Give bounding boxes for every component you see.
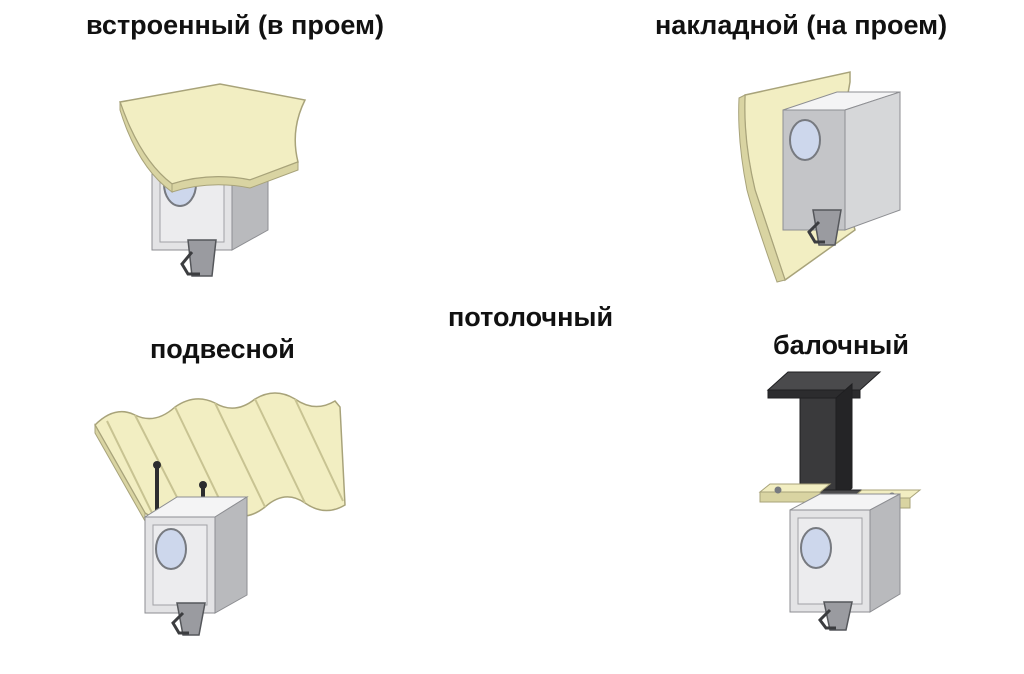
label-builtin: встроенный (в проем) xyxy=(86,10,384,40)
label-suspended: подвесной xyxy=(150,334,295,364)
box-body xyxy=(782,91,901,231)
guide-rail xyxy=(807,209,842,246)
beam-illustration xyxy=(758,371,922,631)
guide-rail xyxy=(818,601,853,631)
window-opening xyxy=(789,119,821,161)
guide-rail xyxy=(180,239,217,277)
i-beam xyxy=(766,371,882,504)
label-ceiling: потолочный xyxy=(448,302,614,332)
label-beam: балочный xyxy=(773,330,909,360)
overlay-illustration xyxy=(738,71,901,283)
suspended-illustration xyxy=(94,392,346,636)
insulation-block xyxy=(119,83,307,185)
window-opening xyxy=(155,528,187,570)
guide-rail xyxy=(171,602,206,636)
builtin-illustration xyxy=(119,83,307,277)
insulation-strips xyxy=(758,483,922,509)
label-overlay: накладной (на проем) xyxy=(655,10,948,40)
window-opening xyxy=(800,527,832,569)
